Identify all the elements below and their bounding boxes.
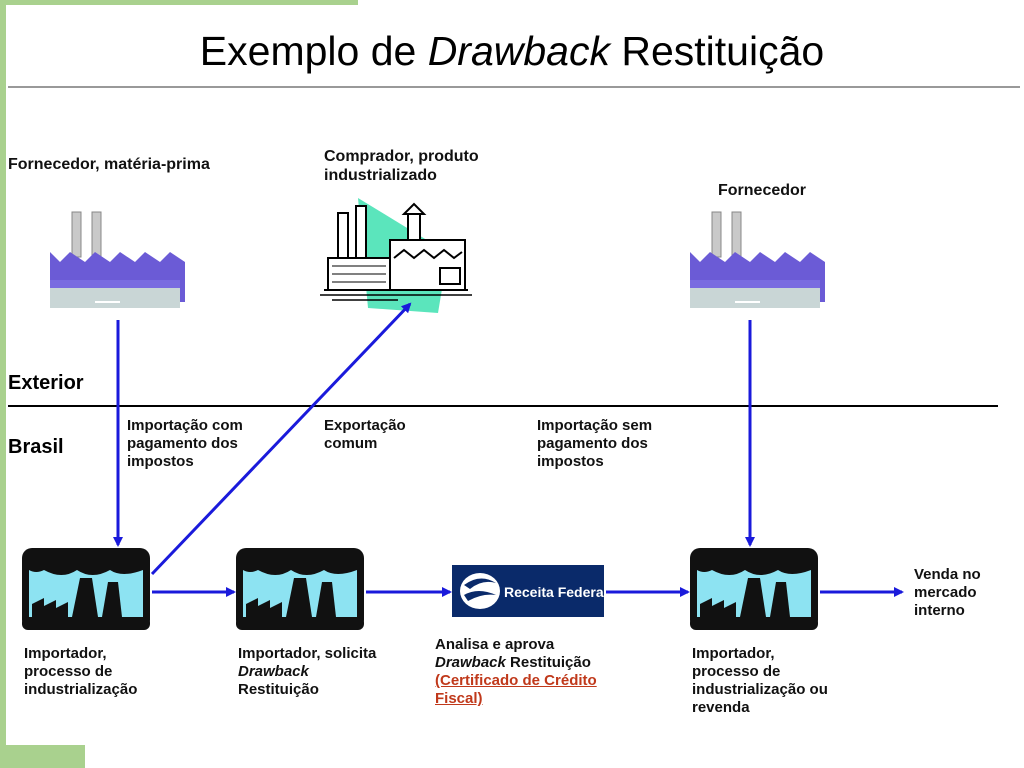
factory-icon-materia xyxy=(49,211,186,309)
top-accent-bar xyxy=(0,0,358,5)
certificado-link[interactable]: (Certificado de Crédito Fiscal) xyxy=(435,672,597,707)
flow-label-import-com: Importação com pagamento dos impostos xyxy=(127,417,243,470)
region-brasil: Brasil xyxy=(8,436,64,458)
label-fornecedor: Fornecedor xyxy=(718,182,807,199)
arrow-export xyxy=(150,302,412,576)
label-venda: Venda no mercado interno xyxy=(914,566,981,619)
label-fornecedor-materia: Fornecedor, matéria-prima xyxy=(8,156,210,173)
label-importador-3: Importador, processo de industrialização… xyxy=(692,645,828,716)
factory-icon-comprador xyxy=(320,198,472,313)
flow-label-import-sem: Importação sem pagamento dos impostos xyxy=(537,417,653,470)
factory-icon-fornecedor xyxy=(689,211,826,309)
svg-text:Receita Federal: Receita Federal xyxy=(504,584,608,600)
label-importador-1: Importador, processo de industrialização xyxy=(24,645,138,698)
region-exterior: Exterior xyxy=(8,372,84,394)
plant-icon-importador-1 xyxy=(22,548,150,630)
page-title: Exemplo de Drawback Restituição xyxy=(199,28,825,74)
plant-icon-importador-2 xyxy=(236,548,364,630)
plant-icon-importador-3 xyxy=(690,548,818,630)
flow-label-export: Exportação comum xyxy=(324,417,406,452)
label-comprador: Comprador, produto industrializado xyxy=(324,148,479,184)
bottom-accent-bar xyxy=(0,745,85,768)
receita-federal-logo: Receita Federal xyxy=(452,565,608,617)
left-accent-bar xyxy=(0,0,6,745)
